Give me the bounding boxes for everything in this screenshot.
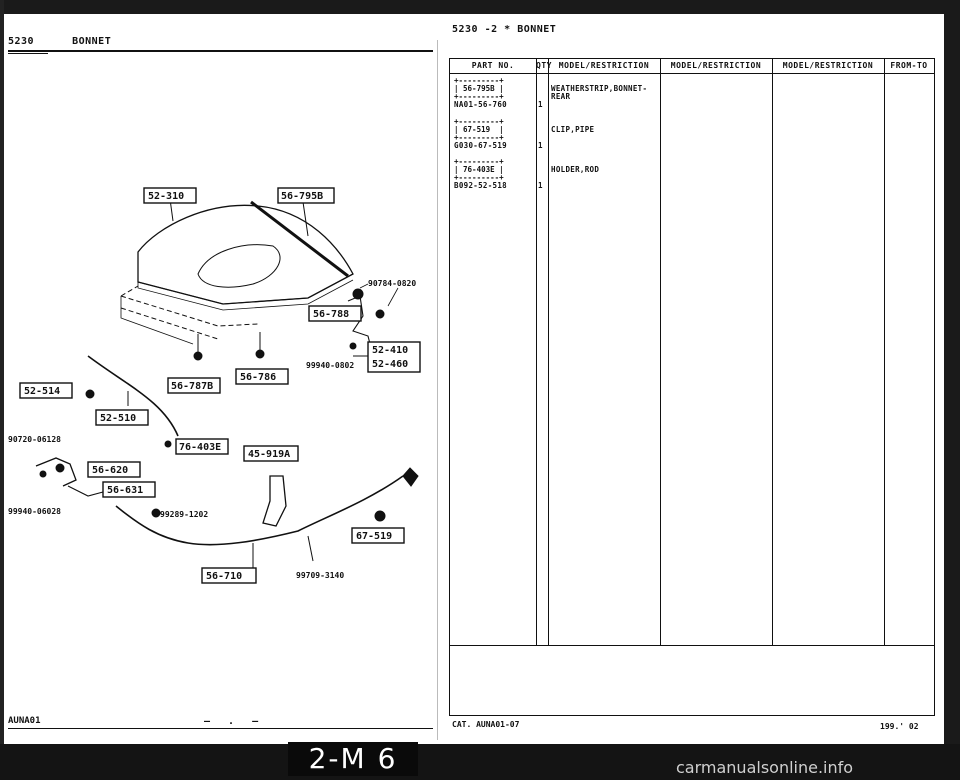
part-number: G030-67-519 [454,141,507,150]
col-header-model-3: MODEL/RESTRICTION [782,61,874,70]
callout-52-460: 52-460 [372,359,408,370]
footer-date: 199.' 02 [880,722,919,731]
col-header-part-no: PART NO. [471,61,515,70]
ref-box-bottom: +---------+ [454,133,504,142]
footer-catalog-code: AUNA01 [8,716,41,726]
callout-56-710: 56-710 [206,571,242,582]
watermark: carmanualsonline.info [676,758,854,777]
col-divider [772,59,773,645]
part-90720-06128: 90720-06128 [8,435,61,444]
release-cable [115,475,404,546]
part-99289-1202: 99289-1202 [160,510,208,519]
ref-box: | 56-795B | [454,84,504,93]
footer-cat-number: CAT. AUNA01-07 [452,720,520,729]
bonnet-scoop [197,244,281,288]
callout-56-620: 56-620 [92,465,128,476]
footer-rule [8,728,433,729]
ref-box-bottom: +---------+ [454,92,504,101]
ref-box-bottom: +---------+ [454,173,504,182]
description: CLIP,PIPE [551,125,595,134]
parts-table: PART NO. QTY MODEL/RESTRICTION MODEL/RES… [449,58,935,716]
page-divider [437,40,438,740]
ref-box-top: +---------+ [454,117,504,126]
callout-56-631: 56-631 [107,485,143,496]
header-rule-short [8,53,48,54]
callout-45-919a: 45-919A [248,449,290,460]
part-number: NA01-56-760 [454,100,507,109]
header-underline [450,73,934,74]
ref-box-top: +---------+ [454,157,504,166]
callout-56-795b: 56-795B [281,191,323,202]
callout-67-519: 67-519 [356,531,392,542]
part-99709-3140: 99709-3140 [296,571,344,580]
bonnet-panel [137,204,354,305]
ref-number: 67-519 [463,125,491,134]
section-title: BONNET [72,36,112,47]
callout-52-310: 52-310 [148,191,184,202]
bonnet-exploded-diagram: 52-310 56-795B 56-788 52-410 52-460 56-7… [8,187,421,584]
col-divider [884,59,885,645]
callout-76-403e: 76-403E [179,442,221,453]
col-divider [548,59,549,645]
support-rod [262,475,287,527]
col-header-qty: QTY [536,61,552,70]
ref-box: | 76-403E | [454,165,504,174]
col-header-from-to: FROM-TO [890,61,928,70]
part-90784-0820: 90784-0820 [368,279,416,288]
description: HOLDER,ROD [551,165,600,174]
col-divider [536,59,537,645]
page-number-badge: 2-M 6 [288,742,418,776]
callout-56-786: 56-786 [240,372,276,383]
description-cont: REAR [551,92,571,101]
part-number: B092-52-518 [454,181,507,190]
col-header-model-2: MODEL/RESTRICTION [670,61,762,70]
left-header: 5230 BONNET [8,36,149,47]
col-divider [660,59,661,645]
part-99940-0802: 99940-0802 [306,361,354,370]
page-paper [4,14,944,744]
callout-56-787b: 56-787B [171,381,213,392]
part-99940-06028: 99940-06028 [8,507,61,516]
col-header-model-1: MODEL/RESTRICTION [558,61,650,70]
callout-52-510: 52-510 [100,413,136,424]
header-rule [8,50,433,52]
ref-number: 56-795B [463,84,495,93]
right-header: 5230 -2 * BONNET [452,24,557,35]
footer-dashes: — . — [204,716,265,727]
callout-52-410: 52-410 [372,345,408,356]
scan-border-top [0,0,960,14]
scan-border-left [0,0,4,780]
weatherstrip [250,200,349,278]
callout-52-514: 52-514 [24,386,60,397]
qty: 1 [538,100,543,109]
description: WEATHERSTRIP,BONNET- [551,84,648,93]
table-footer-line [450,645,934,646]
section-code: 5230 [8,36,35,47]
qty: 1 [538,141,543,150]
qty: 1 [538,181,543,190]
ref-box-top: +---------+ [454,76,504,85]
scan-border-right [944,0,960,780]
scan-border-bottom [0,744,960,780]
ref-number: 76-403E [463,165,495,174]
callout-56-788: 56-788 [313,309,349,320]
ref-box: | 67-519 | [454,125,504,134]
